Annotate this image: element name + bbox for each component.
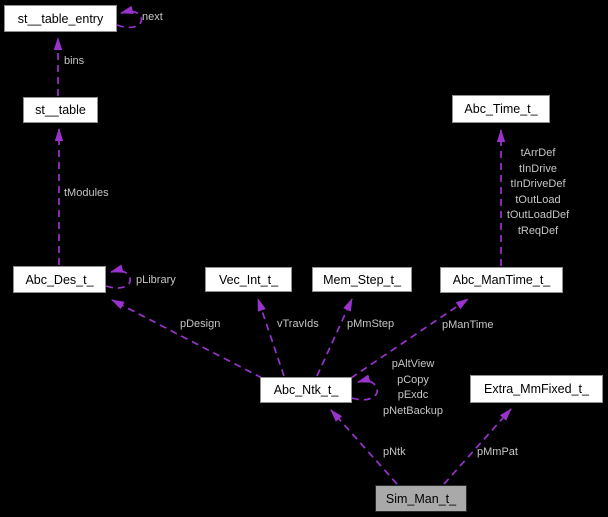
node-abc-ntk-t[interactable]: Abc_Ntk_t_ xyxy=(260,377,352,403)
edge-pntk xyxy=(330,409,398,485)
edge-label-tmodules: tModules xyxy=(64,187,109,199)
edge-pmmpat xyxy=(443,408,512,485)
edge-label-pmmpat: pMmPat xyxy=(477,446,518,458)
edge-label-pexdc: pExdc xyxy=(397,389,429,401)
node-abc-mantime-t[interactable]: Abc_ManTime_t_ xyxy=(440,267,563,293)
edge-label-vtravids: vTravIds xyxy=(277,318,319,330)
edge-pdesign xyxy=(111,299,263,379)
edge-pmmstep xyxy=(316,298,353,377)
node-st-table[interactable]: st__table xyxy=(23,97,98,123)
edge-label-next: next xyxy=(142,11,163,23)
node-sim-man-t: Sim_Man_t_ xyxy=(375,485,467,512)
edge-label-tarrdef: tArrDef xyxy=(520,147,556,159)
edge-label-tindrive: tInDrive xyxy=(519,162,557,175)
edge-plibrary-self-loop xyxy=(105,264,132,289)
edge-label-tindrivedef: tInDriveDef xyxy=(510,178,566,190)
edge-label-pnetbackup: pNetBackup xyxy=(383,404,443,417)
edge-ntk-self-loop xyxy=(351,374,378,401)
edge-label-pcopy: pCopy xyxy=(397,373,429,386)
edge-label-pntk: pNtk xyxy=(383,446,406,458)
node-extra-mmfixed-t[interactable]: Extra_MmFixed_t_ xyxy=(470,375,603,403)
edge-label-treqdef: tReqDef xyxy=(517,224,559,237)
edge-next-self-loop xyxy=(116,5,143,29)
edge-label-ntk-fields: pAltView pCopy pExdc pNetBackup xyxy=(368,357,458,419)
edge-label-paltview: pAltView xyxy=(391,358,435,370)
node-st-table-entry[interactable]: st__table_entry xyxy=(4,5,117,32)
edge-label-toutload: tOutLoad xyxy=(515,193,561,206)
node-abc-time-t[interactable]: Abc_Time_t_ xyxy=(452,95,550,123)
edge-label-plibrary: pLibrary xyxy=(136,274,176,286)
edge-label-time-fields: tArrDef tInDrive tInDriveDef tOutLoad tO… xyxy=(498,146,578,239)
edge-vtravids xyxy=(257,298,285,377)
edge-label-toutloaddef: tOutLoadDef xyxy=(506,209,570,221)
node-vec-int-t[interactable]: Vec_Int_t_ xyxy=(205,267,292,292)
edge-label-pmmstep: pMmStep xyxy=(347,318,395,330)
edge-label-pmantime: pManTime xyxy=(442,319,494,331)
edge-label-pdesign: pDesign xyxy=(180,318,221,330)
node-mem-step-t[interactable]: Mem_Step_t_ xyxy=(312,267,412,292)
edge-label-bins: bins xyxy=(64,55,85,67)
node-abc-des-t[interactable]: Abc_Des_t_ xyxy=(13,266,106,293)
